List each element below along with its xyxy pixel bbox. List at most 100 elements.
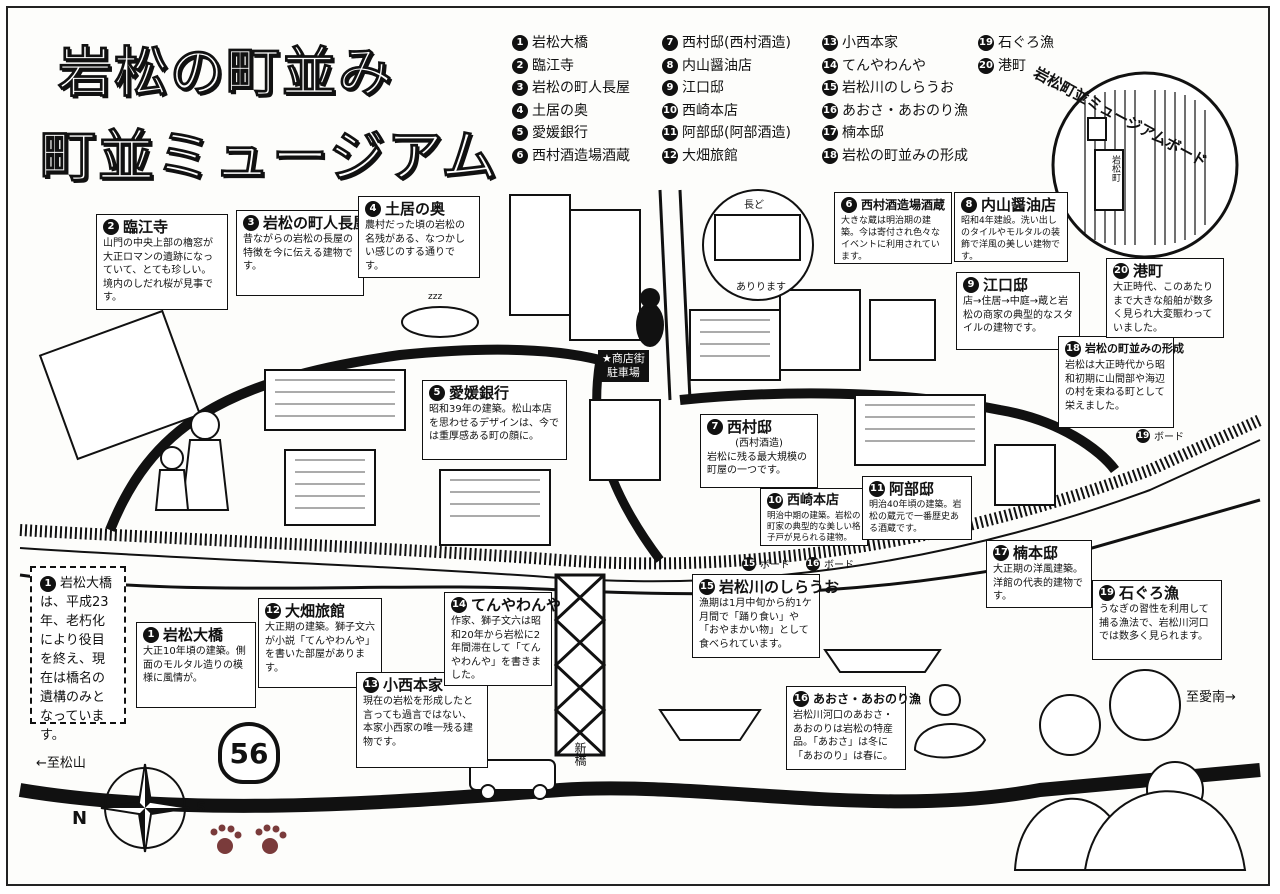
road-north <box>678 189 692 401</box>
legend-label: 土居の奥 <box>532 102 588 119</box>
box-title: 小西本家 <box>383 676 444 694</box>
box-body: 昭和39年の建築。松山本店を思わせるデザインは、今では重厚感ある町の顔に。 <box>429 404 559 442</box>
box-title: 阿部邸 <box>889 480 935 498</box>
river-bank-south <box>18 763 1261 813</box>
legend-number: 19 <box>978 35 994 52</box>
legend-label: 楠本邸 <box>842 125 884 141</box>
shopping-street-parking[interactable]: ★商店街 駐車場 <box>598 350 649 382</box>
legend-label: 石ぐろ漁 <box>998 35 1054 51</box>
box-number: 18 <box>1065 341 1081 357</box>
legend-number: 13 <box>822 35 838 52</box>
legend-label: 岩松の町並みの形成 <box>842 147 968 164</box>
box-body: 山門の中央上部の櫓窓が大正ロマンの遺跡になっていて、とても珍しい。境内のしだれ桜… <box>103 238 213 303</box>
box-body: 昔ながらの岩松の長屋の特徴を今に伝える建物です。 <box>243 234 353 272</box>
box-title: 岩松の町人長屋 <box>263 214 369 232</box>
note-title: 岩松大橋 <box>60 576 113 591</box>
legend-label: てんやわんや <box>842 57 926 74</box>
legend-number: 12 <box>662 147 678 164</box>
people-left <box>154 410 230 511</box>
box-title: あおさ・あおのり漁 <box>813 692 922 706</box>
page-title-line1: 岩松の町並み <box>58 41 394 105</box>
note-line: 在は橋名の <box>40 671 106 686</box>
box-number: 20 <box>1113 263 1129 279</box>
legend-label: 江口邸 <box>682 80 724 96</box>
boat-2 <box>823 649 942 673</box>
box-title: 大畑旅館 <box>285 602 346 620</box>
box-number: 4 <box>365 201 381 217</box>
note-line: を終え、現 <box>40 652 106 667</box>
box-body: 昭和4年建設。洗い出しのタイルやモルタルの装飾で洋風の美しい建物です。 <box>961 216 1061 262</box>
legend-number: 14 <box>822 57 838 74</box>
box-title: 愛媛銀行 <box>449 384 510 402</box>
note-line: は、平成23 <box>40 595 109 610</box>
board-label: ボード <box>1154 432 1184 443</box>
box-title: 岩松川のしらうお <box>719 578 840 596</box>
paw-prints <box>210 824 287 854</box>
legend-label: 小西本家 <box>842 35 898 51</box>
note-line: 年、老朽化 <box>40 614 106 629</box>
box-body: 現在の岩松を形成したと言っても過言ではない、本家小西家の唯一残る建物です。 <box>363 696 473 748</box>
box-title: てんやわんや <box>471 596 562 614</box>
box-title: 西村邸 <box>727 418 773 436</box>
box-number: 13 <box>363 677 379 693</box>
cat <box>401 306 479 338</box>
box-body: 大正時代、このあたりまで大きな船舶が数多く見られ大変賑わっていました。 <box>1113 282 1213 334</box>
box-body: 岩松は大正時代から昭和初期に山間部や海辺の村を束ねる町として栄えました。 <box>1065 360 1165 412</box>
box-number: 12 <box>265 603 281 619</box>
box-body: 農村だった頃の岩松の名残がある、なつかしい感じのする通りです。 <box>365 220 465 272</box>
compass-north-label: N <box>72 808 88 829</box>
boat-1 <box>658 709 762 741</box>
legend-number: 18 <box>822 147 838 164</box>
box-title: 岩松大橋 <box>163 626 224 644</box>
box-number: 3 <box>243 215 259 231</box>
box-number: 14 <box>451 597 467 613</box>
legend-label: 内山醤油店 <box>682 57 752 74</box>
box-body: 岩松川河口のあおさ・あおのりは岩松の特産品。「あおさ」は冬に「あおのり」は春に。 <box>793 710 893 762</box>
route-56-sign: 56 <box>218 722 280 784</box>
magnifier-label-bottom: ありります <box>736 282 786 293</box>
